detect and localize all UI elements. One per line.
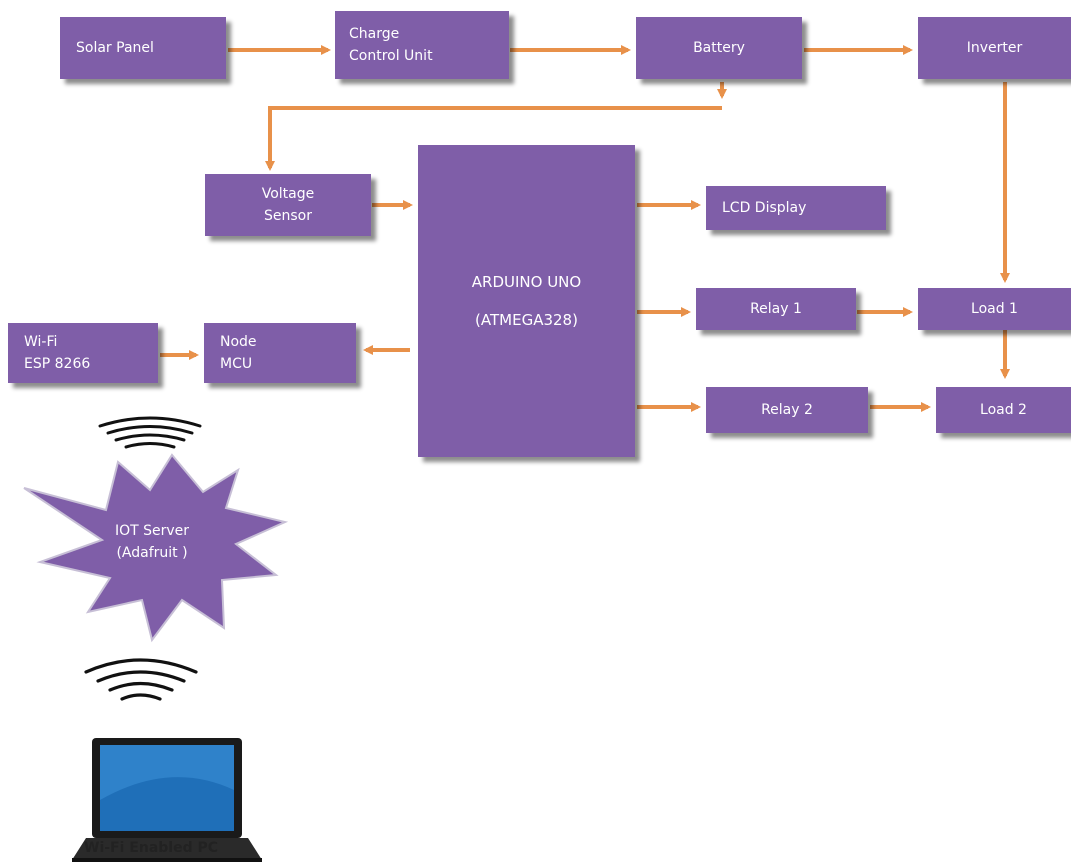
wifi-signal-icon — [98, 416, 202, 449]
wifi-label-1: Wi-Fi — [24, 334, 58, 350]
iot-server-label-1: IOT Server — [114, 523, 190, 539]
load-1-block: Load 1 — [918, 288, 1071, 330]
relay-1-label: Relay 1 — [750, 301, 802, 317]
node-mcu-label-2: MCU — [220, 356, 253, 372]
iot-server-label: IOT Server (Adafruit ) — [82, 520, 222, 564]
relay-2-block: Relay 2 — [706, 387, 868, 433]
iot-server-label-2: (Adafruit ) — [116, 545, 188, 561]
lcd-display-label: LCD Display — [722, 200, 807, 216]
arduino-label-2: (ATMEGA328) — [475, 311, 578, 329]
wifi-esp8266-block: Wi-Fi ESP 8266 — [8, 323, 158, 383]
laptop-icon — [72, 738, 262, 862]
load-2-block: Load 2 — [936, 387, 1071, 433]
load-1-label: Load 1 — [971, 301, 1018, 317]
arrow-battery-to-voltage-sensor — [265, 106, 722, 171]
wifi-signal-icon — [84, 658, 198, 701]
voltage-sensor-label-2: Sensor — [264, 208, 312, 224]
load-2-label: Load 2 — [980, 402, 1027, 418]
inverter-block: Inverter — [918, 17, 1071, 79]
arduino-label-1: ARDUINO UNO — [471, 273, 582, 291]
charge-control-label-1: Charge — [349, 26, 400, 42]
wifi-label-2: ESP 8266 — [24, 356, 91, 372]
charge-control-label-2: Control Unit — [349, 48, 433, 64]
iot-server-star — [23, 453, 289, 643]
solar-panel-label: Solar Panel — [76, 40, 154, 56]
solar-panel-block: Solar Panel — [60, 17, 226, 79]
lcd-display-block: LCD Display — [706, 186, 886, 230]
node-mcu-label-1: Node — [220, 334, 257, 350]
voltage-sensor-block: Voltage Sensor — [205, 174, 371, 236]
relay-1-block: Relay 1 — [696, 288, 856, 330]
voltage-sensor-label-1: Voltage — [261, 186, 315, 202]
node-mcu-block: Node MCU — [204, 323, 356, 383]
arduino-uno-block: ARDUINO UNO (ATMEGA328) — [418, 145, 635, 457]
relay-2-label: Relay 2 — [761, 402, 813, 418]
battery-block: Battery — [636, 17, 802, 79]
battery-label: Battery — [693, 40, 745, 56]
charge-control-unit-block: Charge Control Unit — [335, 11, 509, 79]
pc-label: Wi-Fi Enabled PC — [84, 840, 219, 856]
inverter-label: Inverter — [966, 40, 1023, 56]
